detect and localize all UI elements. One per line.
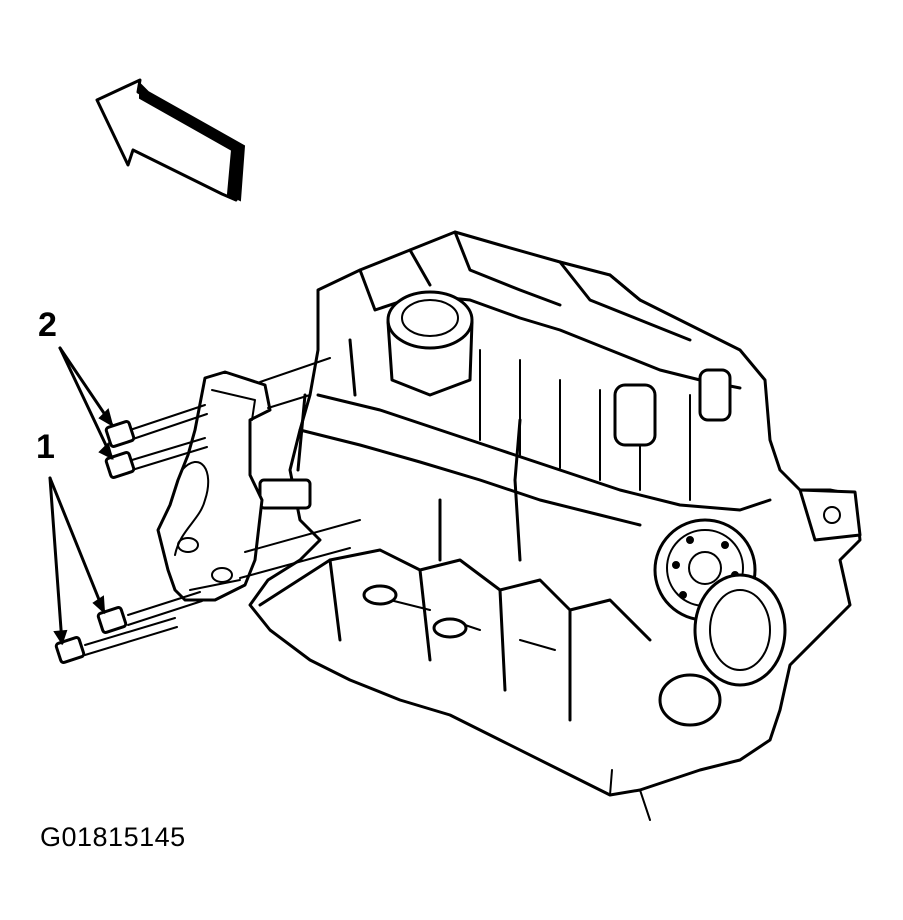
front-direction-arrow-icon xyxy=(95,78,246,202)
engine-block-icon xyxy=(248,230,862,821)
bolt-alignment-lines xyxy=(239,357,361,579)
bolt-icon xyxy=(54,404,208,664)
callout-number-1: 1 xyxy=(36,428,55,466)
callout-leaders xyxy=(48,346,114,646)
figure-id: G01815145 xyxy=(40,822,186,852)
mounting-bracket-icon xyxy=(156,370,272,602)
callout-number-2: 2 xyxy=(38,306,57,344)
